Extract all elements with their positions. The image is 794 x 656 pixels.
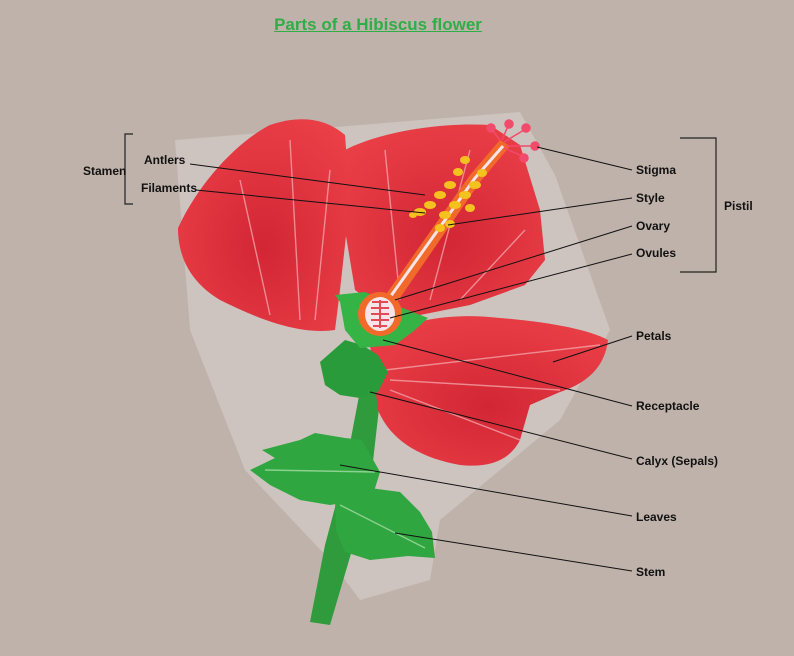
label-calyx: Calyx (Sepals) [636,454,719,468]
leaf-lower [335,488,435,560]
group-label-stamen: Stamen [83,164,127,178]
leader-stigma [536,146,633,171]
label-stigma: Stigma [636,163,677,177]
label-ovary: Ovary [636,219,671,233]
group-label-pistil: Pistil [724,199,753,213]
label-petals: Petals [636,329,672,343]
leaf-lower-vein [339,504,426,549]
leader-style [447,197,633,226]
leader-filaments [195,189,426,214]
petal-left-veins [239,139,331,321]
diagram-title: Parts of a Hibiscus flower [274,15,482,34]
label-stem: Stem [636,565,666,579]
stamen-bracket [124,133,133,205]
leader-calyx [369,391,633,460]
calyx [320,340,388,398]
leader-receptacle [382,339,633,407]
leaf-upper [250,433,380,505]
leader-ovary [394,225,633,301]
label-style: Style [636,191,665,205]
leader-ovules [389,253,633,319]
label-leaves: Leaves [636,510,677,524]
style-inner [386,145,505,301]
ovules [371,300,389,328]
antlers [409,156,487,232]
leader-stem [394,532,633,572]
leader-petals [552,335,633,363]
pistil-bracket [680,137,717,273]
petal-right-veins [384,344,601,441]
leader-antlers [189,163,426,196]
leaf-upper-vein [264,469,376,473]
label-antlers: Antlers [144,153,186,167]
label-ovules: Ovules [636,246,677,260]
leader-leaves [339,464,633,517]
stigma [486,119,540,163]
petal-left [178,119,350,331]
label-filaments: Filaments [141,181,198,195]
petal-right [370,316,608,466]
label-receptacle: Receptacle [636,399,700,413]
